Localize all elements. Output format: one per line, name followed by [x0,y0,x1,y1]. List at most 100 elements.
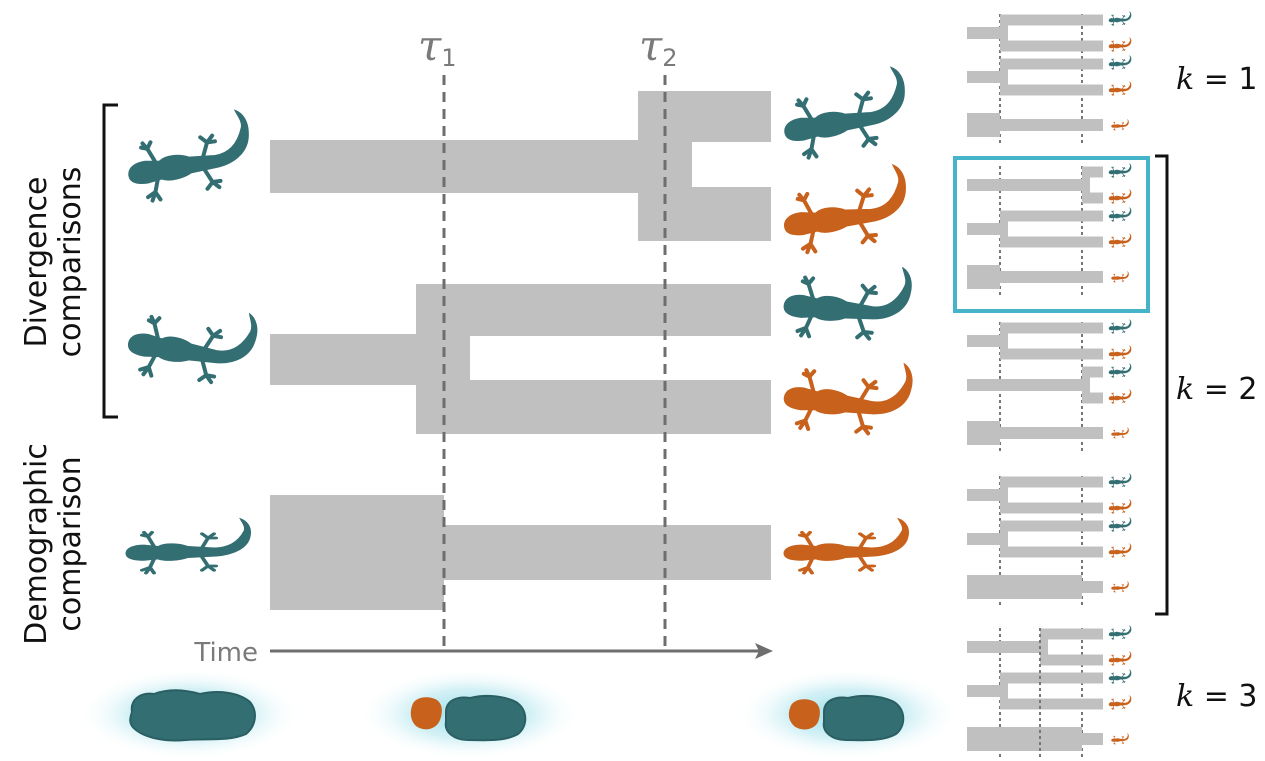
gecko-icon [778,345,917,445]
divergence-tree-1 [270,91,771,241]
divergence-label-line2: comparisons [53,167,88,358]
gecko-icon [119,106,259,206]
model-tree-branch [1000,210,1103,222]
model-tree-stem [967,27,1002,39]
time-arrow [270,643,773,659]
gecko-icon [1108,163,1132,178]
model-demo-descendant [1000,427,1103,439]
model-demo-descendant [1082,581,1103,593]
divergence-label-line1: Divergence [19,177,54,348]
model-demo-ancestor [967,727,1082,751]
divergence-tree-2 [270,284,771,434]
model-tree-stem [967,379,1084,391]
model-tree-node [1000,672,1008,710]
gecko-icon [1108,650,1132,666]
model-tree-branch [1000,698,1103,710]
model-tree-stem [967,685,1002,697]
model-tree-stem [967,179,1084,191]
island-icon [78,668,302,760]
island-icon [736,668,960,760]
model-tree-branch [1000,84,1103,96]
model-panels [967,10,1132,758]
model-tree-branch [1000,476,1103,488]
model-tree-branch [1000,58,1103,70]
model-tree-branch [1082,192,1103,204]
tau1-label: τ1 [418,21,457,72]
gecko-icon [1108,668,1132,684]
model-tree-node [1000,210,1008,248]
time-label: Time [193,638,258,668]
k2-bracket [1155,154,1169,616]
model-tree-stem [967,71,1002,83]
gecko-icon [1108,542,1132,558]
gecko-icon [124,516,253,575]
model-tree-branch [1082,392,1103,404]
model-tree-stem [967,533,1002,545]
model-tree-branch [1000,672,1103,684]
gecko-icon [1108,498,1132,514]
gecko-icon [1108,344,1132,360]
model-tree-node [1000,14,1008,52]
gecko-icon [1111,581,1130,593]
k3-label: k = 3 [1176,679,1257,714]
gecko-icon [1111,118,1130,131]
model-demo-descendant [1082,733,1103,745]
gecko-icon [1108,516,1132,532]
gecko-icon [1108,189,1132,204]
model-demo-descendant [1000,271,1103,283]
model-tree-branch [1000,40,1103,52]
demographic-label-line2: comparison [53,456,88,631]
tau2-label: τ2 [639,21,678,72]
demographic-tree [270,495,771,610]
model-tree-stem [967,223,1002,235]
model-demo-ancestor [967,265,1000,289]
gecko-icon [1111,426,1130,439]
k2-label: k = 2 [1176,372,1257,407]
divergence-bracket [102,103,118,419]
model-tree-node [1082,366,1090,404]
gecko-icon [1108,81,1132,96]
model-tree-branch [1082,366,1103,378]
model-tree-node [1000,322,1008,360]
model-tree-stem [967,641,1042,653]
model-demo-descendant [1000,119,1103,131]
model-tree-branch [1000,236,1103,248]
model-tree-branch [1000,502,1103,514]
gecko-icon [1108,10,1132,26]
demographic-label-line1: Demographic [19,443,54,645]
model-tree-branch [1040,628,1103,640]
gecko-icon [782,516,911,575]
model-tree-node [1040,628,1048,666]
model-tree-node [1000,476,1008,514]
gecko-icon [1108,694,1132,710]
model-demo-ancestor [967,421,1000,445]
gecko-icon [1108,472,1132,488]
gecko-icon [1108,318,1132,334]
model-tree-node [1082,166,1090,204]
gecko-icon [775,63,915,163]
model-tree-branch [1000,546,1103,558]
gecko-icon [1108,624,1132,640]
model-tree-stem [967,335,1002,347]
model-demo-ancestor [967,575,1082,599]
gecko-icon [1108,37,1132,52]
model-tree-node [1000,520,1008,558]
gecko-icon [1111,733,1130,745]
gecko-icon [779,253,916,349]
model-tree-node [1000,58,1008,96]
k1-label: k = 1 [1176,62,1257,97]
model-demo-ancestor [967,113,1000,137]
gecko-icon [121,291,262,395]
highlighted-model-box [953,156,1150,313]
model-tree-branch [1000,322,1103,334]
gecko-icon [777,161,914,257]
gecko-icon [1108,233,1132,248]
model-tree-branch [1000,14,1103,26]
gecko-icon [1108,362,1132,378]
model-tree-branch [1082,166,1103,178]
gecko-icon [1108,207,1132,222]
island-icon [358,668,582,760]
model-tree-branch [1000,348,1103,360]
model-tree-branch [1000,520,1103,532]
